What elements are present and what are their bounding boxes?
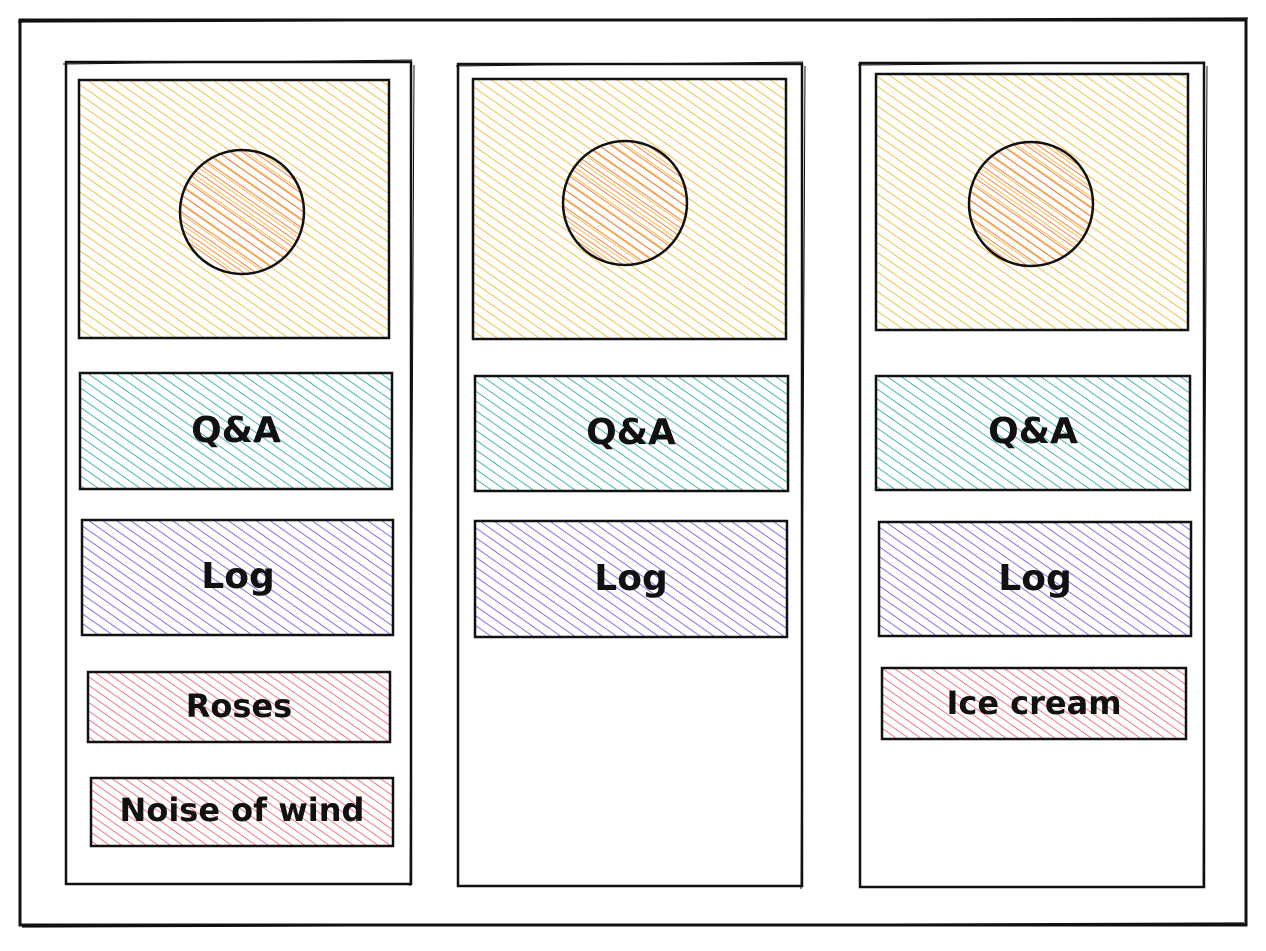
log-label: Log (201, 556, 274, 597)
qa-button[interactable]: Q&A (78, 371, 394, 491)
tag-label: Noise of wind (120, 791, 365, 829)
image-placeholder (874, 72, 1190, 332)
tag-button[interactable]: Noise of wind (89, 776, 395, 848)
tag-button[interactable]: Ice cream (880, 666, 1188, 741)
log-label: Log (998, 558, 1071, 599)
qa-label: Q&A (586, 412, 676, 453)
circle-shape (967, 140, 1095, 268)
image-placeholder (77, 78, 391, 340)
tag-label: Ice cream (946, 684, 1121, 722)
column-3: Q&A Log Ice cream (857, 61, 1208, 889)
tag-button[interactable]: Roses (86, 670, 392, 744)
log-label: Log (594, 558, 667, 599)
qa-label: Q&A (988, 411, 1078, 452)
circle-shape (178, 148, 306, 276)
image-placeholder (471, 77, 788, 341)
log-button[interactable]: Log (877, 520, 1193, 638)
circle-shape (561, 139, 689, 267)
log-button[interactable]: Log (80, 518, 395, 637)
log-button[interactable]: Log (473, 519, 789, 639)
column-1: Q&A Log Roses Noise of wind (62, 59, 415, 887)
column-2: Q&A Log (455, 61, 806, 890)
outer-frame (17, 17, 1249, 928)
tag-label: Roses (186, 687, 292, 725)
qa-label: Q&A (191, 410, 281, 451)
qa-button[interactable]: Q&A (874, 374, 1192, 492)
qa-button[interactable]: Q&A (473, 374, 790, 493)
